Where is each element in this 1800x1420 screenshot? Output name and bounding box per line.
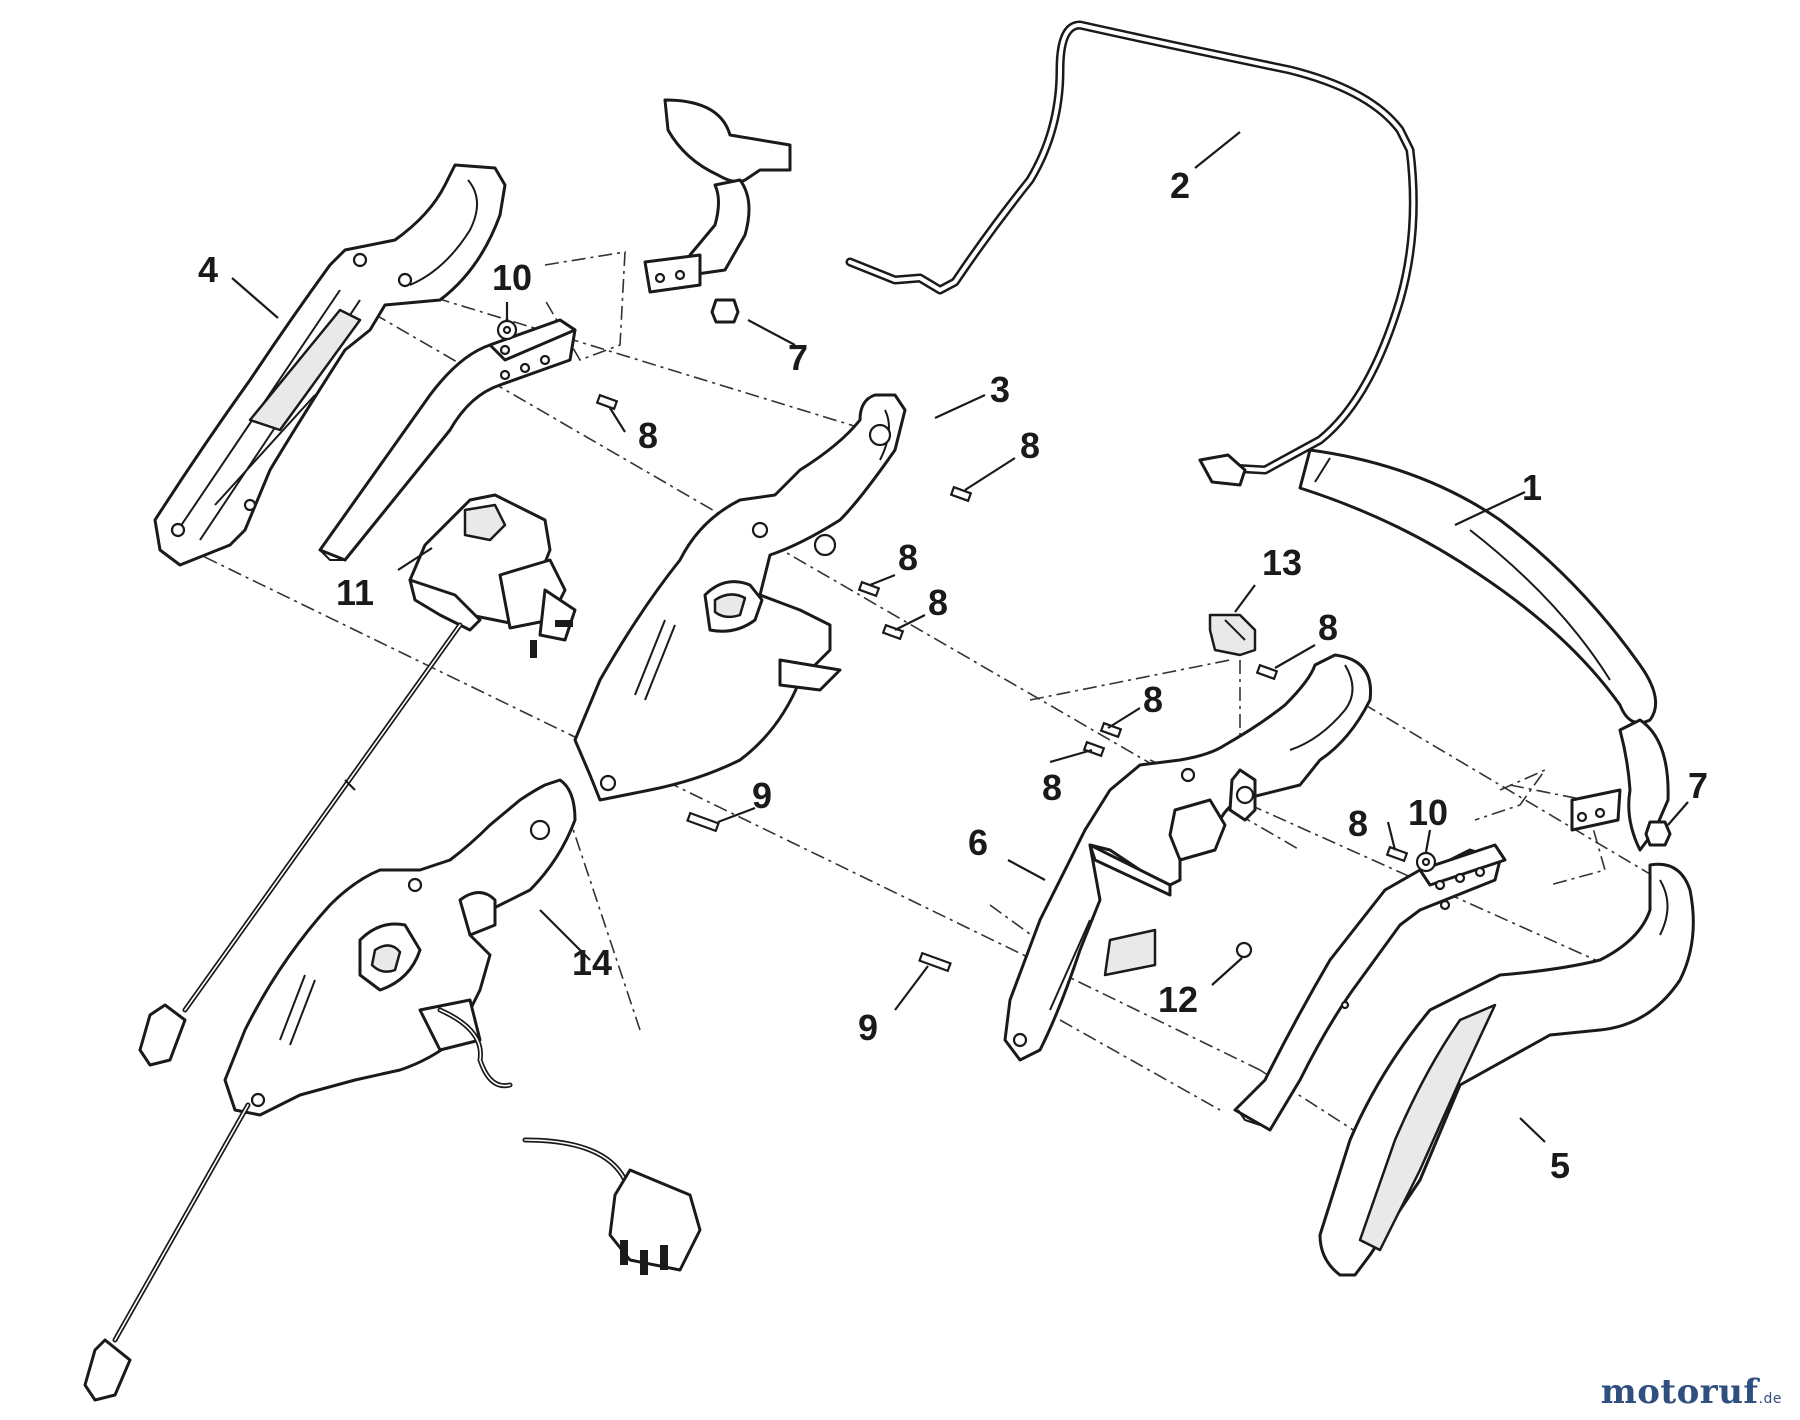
hardware xyxy=(496,298,1672,973)
callout-3: 3 xyxy=(990,369,1010,410)
callout-9-b: 9 xyxy=(858,1007,878,1048)
callout-4: 4 xyxy=(198,249,218,290)
callout-8-a: 8 xyxy=(638,415,658,456)
part-14-housing-with-plug xyxy=(83,778,702,1402)
callout-labels: 1 2 3 4 5 6 7 7 8 8 8 8 8 8 8 8 9 9 10 1… xyxy=(198,165,1708,1186)
part-4-left-cover xyxy=(153,163,507,567)
callout-1: 1 xyxy=(1522,467,1542,508)
watermark-name: motoruf xyxy=(1600,1372,1759,1412)
part-1-top-handle xyxy=(643,98,1670,852)
callout-9-a: 9 xyxy=(752,775,772,816)
part-11-switch-box xyxy=(138,493,577,1067)
callout-7-left: 7 xyxy=(788,337,808,378)
leader-lines xyxy=(231,131,1689,1143)
callout-5: 5 xyxy=(1550,1145,1570,1186)
callout-13: 13 xyxy=(1262,542,1302,583)
part-6-right-housing xyxy=(1003,653,1373,1062)
left-handle-tube xyxy=(318,318,577,562)
callout-8-f: 8 xyxy=(1143,679,1163,720)
part-2-bail-bar xyxy=(845,20,1418,487)
part-13-latch xyxy=(1208,613,1257,657)
callout-8-c: 8 xyxy=(898,537,918,578)
callout-8-h: 8 xyxy=(1348,803,1368,844)
motoruf-watermark: motoruf.de xyxy=(1601,1372,1782,1412)
callout-10-a: 10 xyxy=(492,257,532,298)
callout-14: 14 xyxy=(572,942,612,983)
callout-12: 12 xyxy=(1158,979,1198,1020)
callout-7-right: 7 xyxy=(1688,765,1708,806)
callout-2: 2 xyxy=(1170,165,1190,206)
watermark-tld: .de xyxy=(1758,1391,1782,1407)
callout-8-e: 8 xyxy=(1318,607,1338,648)
callout-11: 11 xyxy=(336,572,374,613)
callout-8-b: 8 xyxy=(1020,425,1040,466)
callout-8-g: 8 xyxy=(1042,767,1062,808)
callout-6: 6 xyxy=(968,822,988,863)
callout-8-d: 8 xyxy=(928,582,948,623)
part-5-right-cover xyxy=(1318,862,1695,1277)
part-3-left-housing xyxy=(573,393,907,802)
right-handle-tube xyxy=(1233,843,1507,1132)
callout-10-b: 10 xyxy=(1408,792,1448,833)
